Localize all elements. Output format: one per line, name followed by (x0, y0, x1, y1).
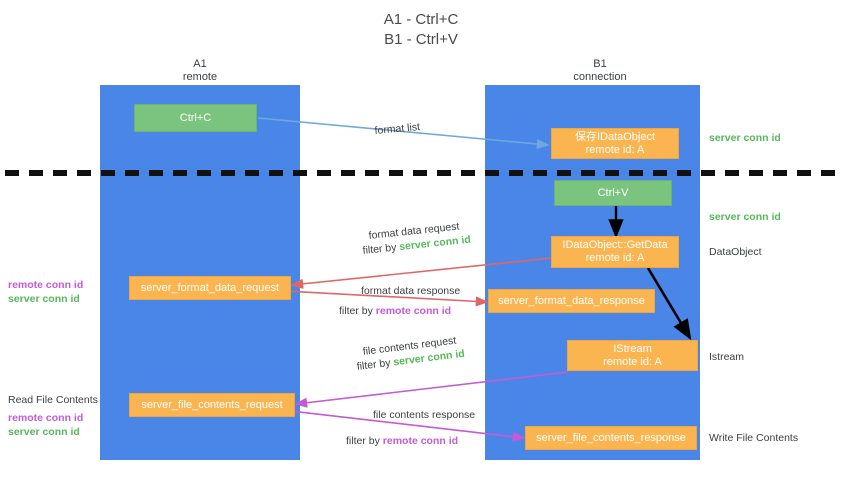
node-idataobject-getdata[interactable]: IDataObject::GetData remote id: A (551, 236, 679, 268)
edge-label-file-contents-response-text: file contents response (373, 409, 476, 421)
node-ctrl-c[interactable]: Ctrl+C (134, 104, 257, 132)
annotation-right-istream: Istream (709, 351, 745, 363)
node-save-idataobject-label: 保存IDataObject (574, 130, 656, 143)
annotation-left-server-conn-id-1: server conn id (8, 293, 80, 305)
phase-divider (5, 170, 837, 176)
node-server-file-contents-request[interactable]: server_file_contents_request (129, 393, 295, 417)
lane-a1-name: A1 (193, 58, 207, 70)
filter-prefix: filter by (346, 435, 383, 447)
title-line-1: A1 - Ctrl+C (383, 11, 459, 28)
node-ctrl-v-label: Ctrl+V (597, 186, 629, 199)
edge-label-format-list: format list (374, 120, 421, 138)
node-idataobject-getdata-sub: remote id: A (585, 252, 645, 264)
filter-prefix: filter by (356, 356, 395, 373)
annotation-left-server-conn-id-2: server conn id (8, 426, 80, 438)
node-server-format-data-request-label: server_format_data_request (140, 281, 280, 294)
node-save-idataobject[interactable]: 保存IDataObject remote id: A (551, 128, 679, 159)
node-server-format-data-response-label: server_format_data_response (498, 294, 645, 307)
lane-b1-name: B1 (593, 58, 607, 70)
lane-header-b1: B1 connection (535, 58, 665, 84)
edge-label-format-data-response: format data response (361, 284, 460, 298)
node-server-format-data-response[interactable]: server_format_data_response (488, 289, 655, 313)
annotation-right-write-file-contents: Write File Contents (709, 432, 799, 444)
node-idataobject-getdata-label: IDataObject::GetData (562, 239, 668, 251)
lane-b1-sub: connection (573, 71, 627, 83)
node-istream-sub: remote id: A (603, 355, 662, 368)
filter-key-remote-conn-id: remote conn id (382, 435, 459, 447)
annotation-left-read-file-contents: Read File Contents (8, 394, 98, 406)
node-istream[interactable]: IStream remote id: A (567, 340, 698, 371)
node-server-file-contents-response-label: server_file_contents_response (536, 431, 686, 444)
lane-header-a1: A1 remote (140, 58, 260, 84)
filter-key-remote-conn-id: remote conn id (375, 305, 452, 317)
node-save-idataobject-sub: remote id: A (585, 143, 645, 156)
annotation-left-group-2: Read File Contents remote conn id server… (8, 393, 98, 439)
edge-label-file-contents-response-filter: filter by remote conn id (346, 434, 458, 448)
filter-prefix: filter by (362, 241, 400, 257)
title-line-2: B1 - Ctrl+V (384, 31, 458, 48)
annotation-right-server-conn-id-2: server conn id (709, 211, 781, 223)
node-server-file-contents-request-label: server_file_contents_request (141, 398, 283, 411)
annotation-left-remote-conn-id-2: remote conn id (8, 412, 84, 424)
annotation-right-server-conn-id-1: server conn id (709, 132, 781, 144)
edge-label-format-data-response-text: format data response (361, 285, 461, 297)
annotation-right-dataobject: DataObject (709, 246, 762, 258)
edge-label-format-data-response-filter: filter by remote conn id (339, 304, 451, 318)
node-server-file-contents-response[interactable]: server_file_contents_response (525, 426, 697, 450)
node-istream-label: IStream (613, 342, 652, 355)
node-ctrl-c-label: Ctrl+C (179, 111, 212, 124)
page-title: A1 - Ctrl+C B1 - Ctrl+V (0, 10, 842, 50)
annotation-left-remote-conn-id-1: remote conn id (8, 279, 84, 291)
node-server-format-data-request[interactable]: server_format_data_request (129, 276, 291, 300)
annotation-left-group-1: remote conn id server conn id (8, 278, 83, 306)
edge-label-file-contents-response: file contents response (373, 408, 475, 422)
node-ctrl-v[interactable]: Ctrl+V (554, 180, 672, 206)
filter-prefix: filter by (339, 305, 376, 317)
lane-a1-sub: remote (182, 71, 218, 83)
edge-label-format-list-text: format list (374, 121, 421, 137)
